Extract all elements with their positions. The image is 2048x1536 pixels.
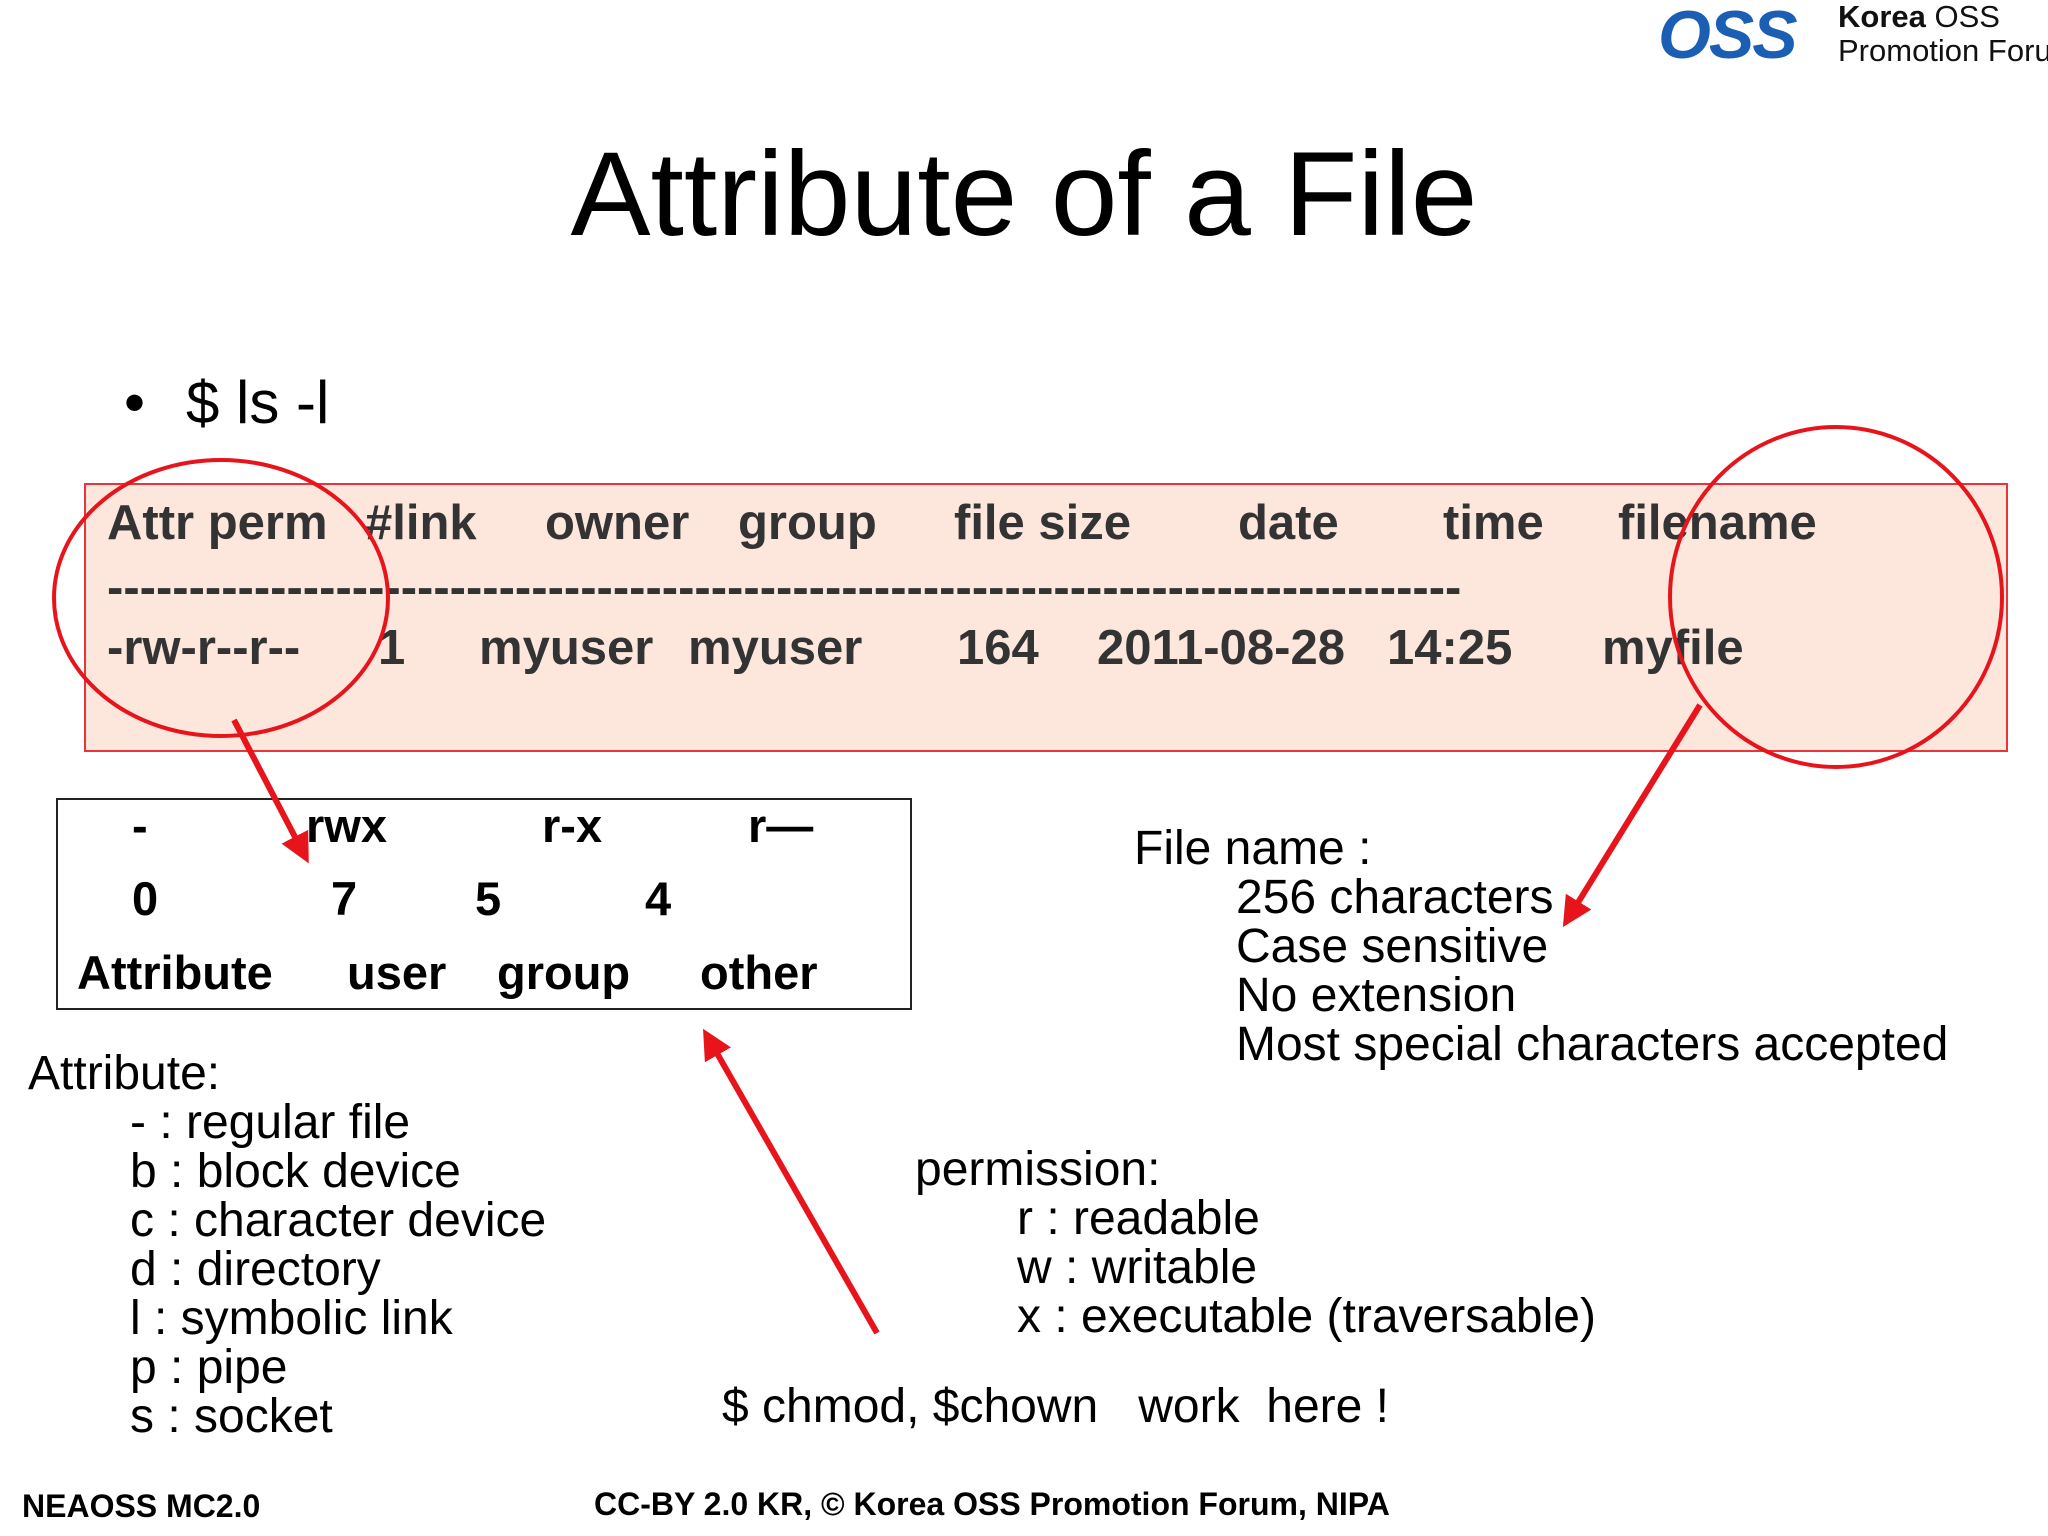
attribute-note-item: l : symbolic link <box>130 1292 453 1345</box>
perm-symbol-other: r— <box>748 799 814 852</box>
perm-label-user: user <box>347 946 447 999</box>
permission-note-heading: permission: <box>915 1143 1161 1196</box>
filename-note-item: Most special characters accepted <box>1236 1018 1949 1071</box>
header-group: group <box>738 496 877 550</box>
bullet-ls-command: • $ ls -l <box>124 368 329 438</box>
footer-left: NEAOSS MC2.0 <box>22 1488 261 1524</box>
perm-number-other: 4 <box>645 872 672 925</box>
attribute-note-heading: Attribute: <box>28 1047 221 1100</box>
header-date: date <box>1238 496 1339 550</box>
arrow-to-permission-fields <box>703 1028 880 1335</box>
circle-filename <box>1668 425 2004 769</box>
oss-logo-text: Korea OSS Promotion Forum <box>1838 0 2048 68</box>
logo-oss: OSS <box>1934 0 2000 34</box>
logo-korea: Korea <box>1838 0 1926 34</box>
arrow-to-permission-table <box>231 718 309 864</box>
row-time: 14:25 <box>1387 621 1513 675</box>
row-file-size: 164 <box>957 621 1039 675</box>
attribute-note-item: d : directory <box>130 1243 381 1296</box>
perm-label-other: other <box>700 946 818 999</box>
permission-note-item: r : readable <box>1017 1192 1260 1245</box>
header-owner: owner <box>545 496 690 550</box>
filename-note-heading: File name : <box>1134 822 1372 875</box>
attribute-note-item: c : character device <box>130 1194 547 1247</box>
perm-number-user: 7 <box>331 872 358 925</box>
perm-number-type: 0 <box>132 872 159 925</box>
header-link: #link <box>365 496 477 550</box>
perm-label-group: group <box>497 946 631 999</box>
header-file-size: file size <box>954 496 1132 550</box>
permission-note-item: x : executable (traversable) <box>1017 1290 1596 1343</box>
ls-listing-box <box>84 483 2008 752</box>
filename-note-item: No extension <box>1236 969 1517 1022</box>
perm-symbol-type: - <box>132 799 148 852</box>
row-owner: myuser <box>479 621 654 675</box>
perm-symbol-user: rwx <box>306 799 387 852</box>
listing-divider: ----------------------------------------… <box>107 561 1462 615</box>
header-filename: filename <box>1618 496 1817 550</box>
row-date: 2011-08-28 <box>1097 621 1345 675</box>
filename-note-item: 256 characters <box>1236 871 1554 924</box>
row-attr-perm: -rw-r--r-- <box>107 621 301 675</box>
perm-label-attribute: Attribute <box>77 946 273 999</box>
perm-number-group: 5 <box>475 872 502 925</box>
header-time: time <box>1443 496 1544 550</box>
arrow-to-filename-note <box>1562 703 1703 928</box>
permission-note-item: w : writable <box>1017 1241 1258 1294</box>
row-group: myuser <box>688 621 863 675</box>
attribute-note-item: s : socket <box>130 1390 333 1443</box>
filename-note-item: Case sensitive <box>1236 920 1549 973</box>
slide-title: Attribute of a File <box>570 127 1478 261</box>
ls-command-text: $ ls -l <box>186 369 330 436</box>
attribute-note-item: p : pipe <box>130 1341 288 1394</box>
oss-logo-mark: OSS <box>1658 0 1798 73</box>
circle-attr-perm <box>52 458 390 738</box>
bullet-dot: • <box>124 369 146 436</box>
footer-center: CC-BY 2.0 KR, © Korea OSS Promotion Foru… <box>594 1486 1390 1522</box>
logo-promotion-forum: Promotion Forum <box>1838 33 2048 68</box>
header-attr-perm: Attr perm <box>107 496 328 550</box>
permission-table-box <box>56 798 912 1010</box>
chmod-chown-note: $ chmod, $chown work here ! <box>722 1380 1389 1433</box>
perm-symbol-group: r-x <box>542 799 603 852</box>
attribute-note-item: b : block device <box>130 1145 461 1198</box>
attribute-note-item: - : regular file <box>130 1096 411 1149</box>
